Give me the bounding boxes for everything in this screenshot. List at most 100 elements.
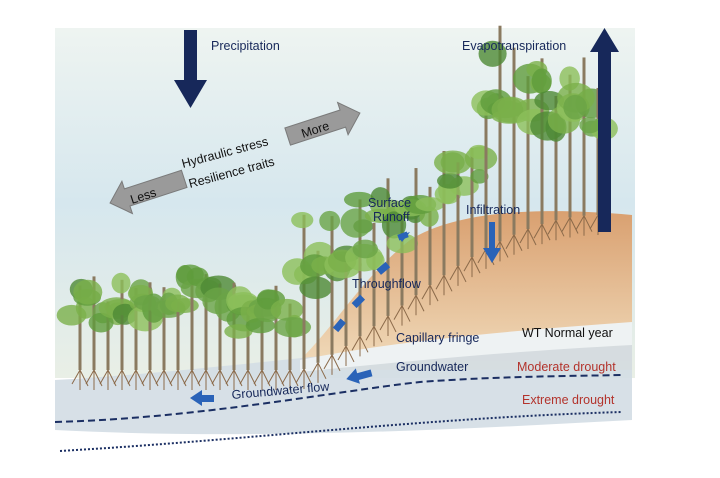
- tree-canopy: [202, 287, 235, 315]
- precipitation-label: Precipitation: [211, 39, 280, 53]
- tree-roots: [295, 368, 313, 389]
- tree-canopy: [579, 117, 601, 134]
- more-arrow-icon: [284, 101, 361, 146]
- surface-runoff-line-2: Runoff: [373, 210, 410, 224]
- tree-canopy: [470, 169, 489, 184]
- tree-roots: [393, 305, 411, 326]
- tree-roots: [281, 369, 299, 390]
- tree-trunk: [540, 58, 544, 225]
- tree-roots: [463, 256, 481, 278]
- evapotranspiration-label: Evapotranspiration: [462, 39, 566, 53]
- tree-roots: [365, 326, 383, 347]
- tree-canopy: [386, 233, 419, 254]
- forest: [56, 25, 618, 390]
- tree-trunk: [400, 209, 404, 306]
- tree-trunk: [176, 301, 180, 370]
- tree-roots: [421, 284, 439, 306]
- tree-canopy: [352, 239, 378, 259]
- tree-roots: [351, 336, 369, 357]
- tree-canopy: [224, 324, 253, 339]
- moderate-drought-label: Moderate drought: [517, 360, 616, 374]
- capillary-band: [300, 322, 632, 372]
- tree-canopy: [340, 208, 372, 238]
- tree-roots: [533, 223, 551, 245]
- tree-trunk: [148, 282, 152, 370]
- tree-trunk: [554, 95, 558, 221]
- flow-arrow-icon: [332, 318, 346, 333]
- extreme-drought-water-table-line: [59, 411, 623, 452]
- tree-canopy: [319, 210, 341, 231]
- groundwater-label: Groundwater: [396, 360, 468, 374]
- tree-roots: [309, 362, 327, 383]
- tree-roots: [519, 228, 537, 249]
- wt-normal-year-label: WT Normal year: [522, 326, 613, 340]
- tree-trunk: [442, 150, 446, 276]
- tree-canopy: [111, 272, 131, 294]
- tree-trunk: [484, 101, 488, 249]
- groundwater-flow-arrow-icon: [346, 368, 373, 384]
- infiltration-label: Infiltration: [466, 203, 520, 217]
- tree-trunk: [162, 287, 166, 370]
- tree-trunk: [414, 168, 418, 296]
- flow-arrow-icon: [351, 294, 366, 309]
- runoff-throughflow-arrows: [332, 231, 410, 333]
- groundwater-flow-arrow-icon: [190, 390, 214, 406]
- tree-roots: [435, 275, 453, 296]
- tree-roots: [407, 294, 425, 316]
- tree-canopy: [478, 40, 507, 67]
- tree-trunk: [260, 300, 264, 370]
- infiltration-arrow-icon: [483, 222, 501, 263]
- extreme-drought-label: Extreme drought: [522, 393, 615, 407]
- tree-trunk: [246, 307, 250, 370]
- tree-canopy: [291, 212, 314, 229]
- less-arrow-icon: [109, 169, 188, 215]
- tree-canopy: [563, 94, 587, 120]
- tree-canopy: [299, 276, 333, 299]
- flow-arrow-icon: [376, 261, 391, 275]
- tree-roots: [505, 234, 523, 255]
- tree-trunk: [582, 57, 586, 216]
- tree-trunk: [316, 250, 320, 363]
- precipitation-arrow-icon: [174, 30, 207, 108]
- tree-canopy: [381, 211, 407, 239]
- tree-canopy: [437, 173, 463, 189]
- moderate-drought-water-table-line: [54, 374, 623, 423]
- tree-roots: [379, 315, 397, 336]
- tree-roots: [561, 217, 579, 238]
- tree-trunk: [512, 47, 516, 235]
- tree-canopy: [88, 312, 114, 333]
- tree-trunk: [204, 274, 208, 370]
- tree-canopy: [433, 150, 472, 175]
- tree-trunk: [330, 216, 334, 355]
- tree-trunk: [568, 74, 572, 218]
- tree-trunk: [106, 301, 110, 370]
- tree-canopy: [274, 317, 312, 338]
- tree-canopy: [531, 68, 552, 94]
- tree-canopy: [270, 298, 304, 321]
- capillary-fringe-label: Capillary fringe: [396, 331, 479, 345]
- tree-canopy: [343, 191, 375, 208]
- tree-canopy: [165, 294, 191, 313]
- tree-trunk: [190, 270, 194, 370]
- tree-roots: [547, 220, 565, 241]
- tree-trunk: [456, 162, 460, 266]
- tree-trunk: [498, 25, 502, 242]
- tree-roots: [575, 215, 593, 236]
- tree-trunk: [470, 147, 474, 258]
- tree-roots: [337, 345, 355, 366]
- tree-trunk: [120, 279, 124, 370]
- tree-roots: [323, 354, 341, 375]
- throughflow-label: Throughflow: [352, 277, 422, 291]
- surface-runoff-line-1: Surface: [368, 196, 411, 210]
- tree-trunk: [372, 222, 376, 327]
- tree-roots: [449, 265, 467, 286]
- tree-canopy: [415, 197, 445, 212]
- tree-trunk: [344, 251, 348, 346]
- tree-trunk: [428, 186, 432, 286]
- tree-canopy: [468, 144, 490, 160]
- tree-canopy: [73, 279, 103, 305]
- tree-canopy: [534, 91, 565, 111]
